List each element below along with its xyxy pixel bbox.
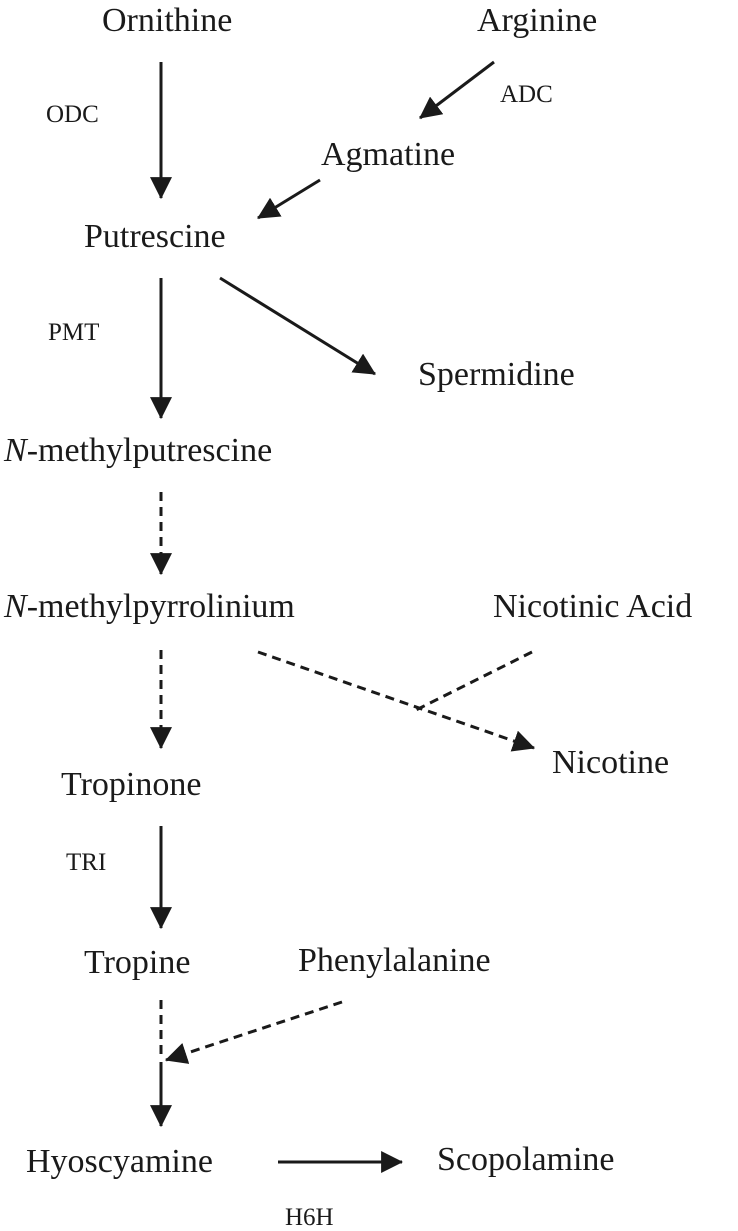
enzyme-tri: TRI bbox=[66, 849, 107, 876]
node-tropine: Tropine bbox=[84, 944, 191, 981]
node-nicotine: Nicotine bbox=[552, 744, 670, 781]
node-spermidine: Spermidine bbox=[418, 356, 575, 393]
arrow-putrescine-to-spermidine bbox=[219, 276, 376, 376]
enzyme-odc: ODC bbox=[46, 101, 99, 128]
enzyme-pmt: PMT bbox=[48, 319, 100, 346]
node-phenylalanine: Phenylalanine bbox=[298, 942, 491, 979]
arrow-n-methylpyrrolinium-to-nicotine bbox=[257, 650, 536, 752]
node-n-methylputrescine: N-methylputrescine bbox=[4, 434, 272, 468]
arrow-agmatine-to-putrescine bbox=[257, 178, 321, 220]
arrow-arginine-to-agmatine bbox=[419, 60, 495, 120]
node-arginine: Arginine bbox=[477, 2, 598, 39]
compound-suffix: -methylputrescine bbox=[26, 432, 273, 469]
node-n-methylpyrrolinium: N-methylpyrrolinium bbox=[4, 590, 295, 624]
node-agmatine: Agmatine bbox=[321, 136, 456, 173]
arrow-phenylalanine-to-junction bbox=[164, 1000, 343, 1064]
node-nicotinic-acid: Nicotinic Acid bbox=[493, 588, 693, 625]
node-putrescine: Putrescine bbox=[84, 218, 226, 255]
node-scopolamine: Scopolamine bbox=[437, 1141, 615, 1178]
node-ornithine: Ornithine bbox=[102, 2, 233, 39]
n-prefix: N bbox=[4, 432, 27, 469]
n-prefix: N bbox=[4, 588, 27, 625]
enzyme-adc: ADC bbox=[500, 81, 553, 108]
enzyme-h6h: H6H bbox=[285, 1204, 334, 1231]
node-hyoscyamine: Hyoscyamine bbox=[26, 1143, 213, 1180]
line-nicotinic-acid-join bbox=[415, 650, 533, 712]
compound-suffix: -methylpyrrolinium bbox=[26, 588, 295, 625]
node-tropinone: Tropinone bbox=[61, 766, 202, 803]
